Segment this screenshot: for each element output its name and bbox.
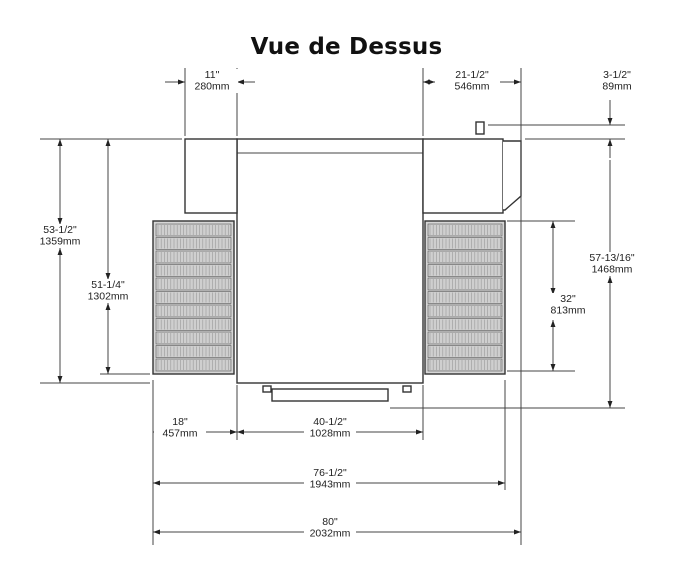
label-background [304, 416, 356, 440]
dimension-label-shelf-front-depth-metric: 813mm [550, 305, 585, 317]
label-background [446, 69, 498, 93]
label-background [186, 69, 238, 93]
label-background [542, 293, 594, 317]
dimension-label-flue-offset-metric: 89mm [602, 81, 631, 93]
dimension-label-shelf-width-imperial: 18" [172, 416, 188, 428]
dimension-label-shelf-front-depth-imperial: 32" [560, 293, 576, 305]
front-handle-bar [271, 388, 389, 402]
dimension-label-overall-width-metric: 2032mm [310, 528, 351, 540]
dimension-label-overall-width-imperial: 80" [322, 516, 338, 528]
right-control-housing [503, 140, 522, 211]
dimension-label-rear-left-width-imperial: 11" [205, 69, 220, 81]
dimension-label-body-width-metric: 1028mm [310, 428, 351, 440]
oven-body [236, 138, 424, 384]
left-rear-box [184, 138, 238, 214]
diagram-title: Vue de Dessus [250, 34, 443, 60]
right-rear-box [422, 138, 504, 214]
left-shelf [152, 220, 235, 375]
dimension-label-rear-left-width-metric: 280mm [194, 81, 229, 93]
dimension-label-rear-right-width-imperial: 21-1/2" [455, 69, 489, 81]
dimension-label-body-width-imperial: 40-1/2" [313, 416, 347, 428]
label-background [304, 467, 356, 491]
dimension-label-shelf-depth-imperial: 51-1/4" [91, 279, 125, 291]
foot [402, 385, 412, 393]
dimension-label-width-with-shelves-imperial: 76-1/2" [313, 467, 347, 479]
dimension-label-overall-depth-left-metric: 1359mm [40, 236, 81, 248]
label-background [591, 69, 643, 93]
dimension-label-shelf-depth-metric: 1302mm [88, 291, 129, 303]
label-background [304, 516, 356, 540]
label-background [82, 279, 134, 303]
dimension-label-overall-depth-right-imperial: 57-13/16" [589, 252, 634, 264]
dimension-label-rear-right-width-metric: 546mm [454, 81, 489, 93]
flue-outlet [475, 121, 485, 135]
dimension-label-shelf-width-metric: 457mm [162, 428, 197, 440]
dimension-label-overall-depth-left-imperial: 53-1/2" [43, 224, 77, 236]
label-background [154, 416, 206, 440]
dimension-label-flue-offset-imperial: 3-1/2" [603, 69, 631, 81]
label-background [34, 224, 86, 248]
dimension-label-overall-depth-right-metric: 1468mm [592, 264, 633, 276]
dimension-label-width-with-shelves-metric: 1943mm [310, 479, 351, 491]
label-background [586, 252, 638, 276]
foot [262, 385, 272, 393]
right-shelf [424, 220, 506, 375]
